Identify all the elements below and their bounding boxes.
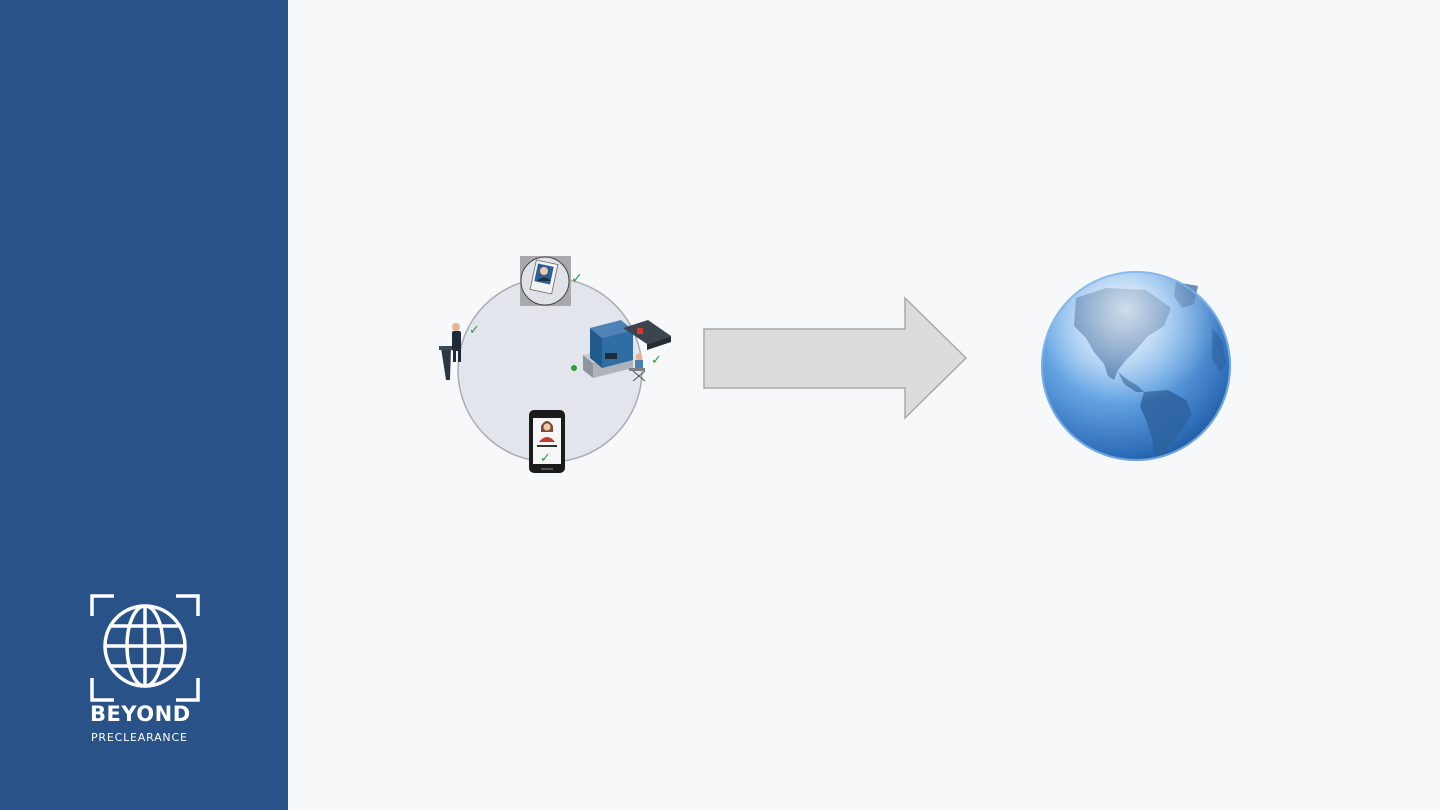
- main-content: ✓ ✓ ✓: [288, 0, 1440, 810]
- right-arrow-icon: [703, 296, 968, 420]
- brand-name: BEYOND: [90, 702, 191, 726]
- passport-photo-icon: [520, 256, 571, 306]
- check-icon: ✓: [571, 271, 583, 287]
- check-icon: ✓: [540, 451, 551, 466]
- check-icon: ✓: [469, 323, 480, 338]
- globe-frame-icon: [90, 594, 200, 702]
- preclearance-process-diagram: ✓ ✓ ✓: [439, 256, 671, 473]
- baggage-scanner-icon: [571, 320, 671, 382]
- sidebar: BEYOND PRECLEARANCE: [0, 0, 288, 810]
- globe-icon: [1041, 271, 1231, 461]
- mobile-id-icon: [529, 410, 565, 473]
- border-officer-icon: [439, 323, 461, 380]
- brand-tagline: PRECLEARANCE: [91, 731, 188, 744]
- beyond-preclearance-logo: BEYOND PRECLEARANCE: [90, 594, 200, 754]
- check-icon: ✓: [651, 353, 662, 368]
